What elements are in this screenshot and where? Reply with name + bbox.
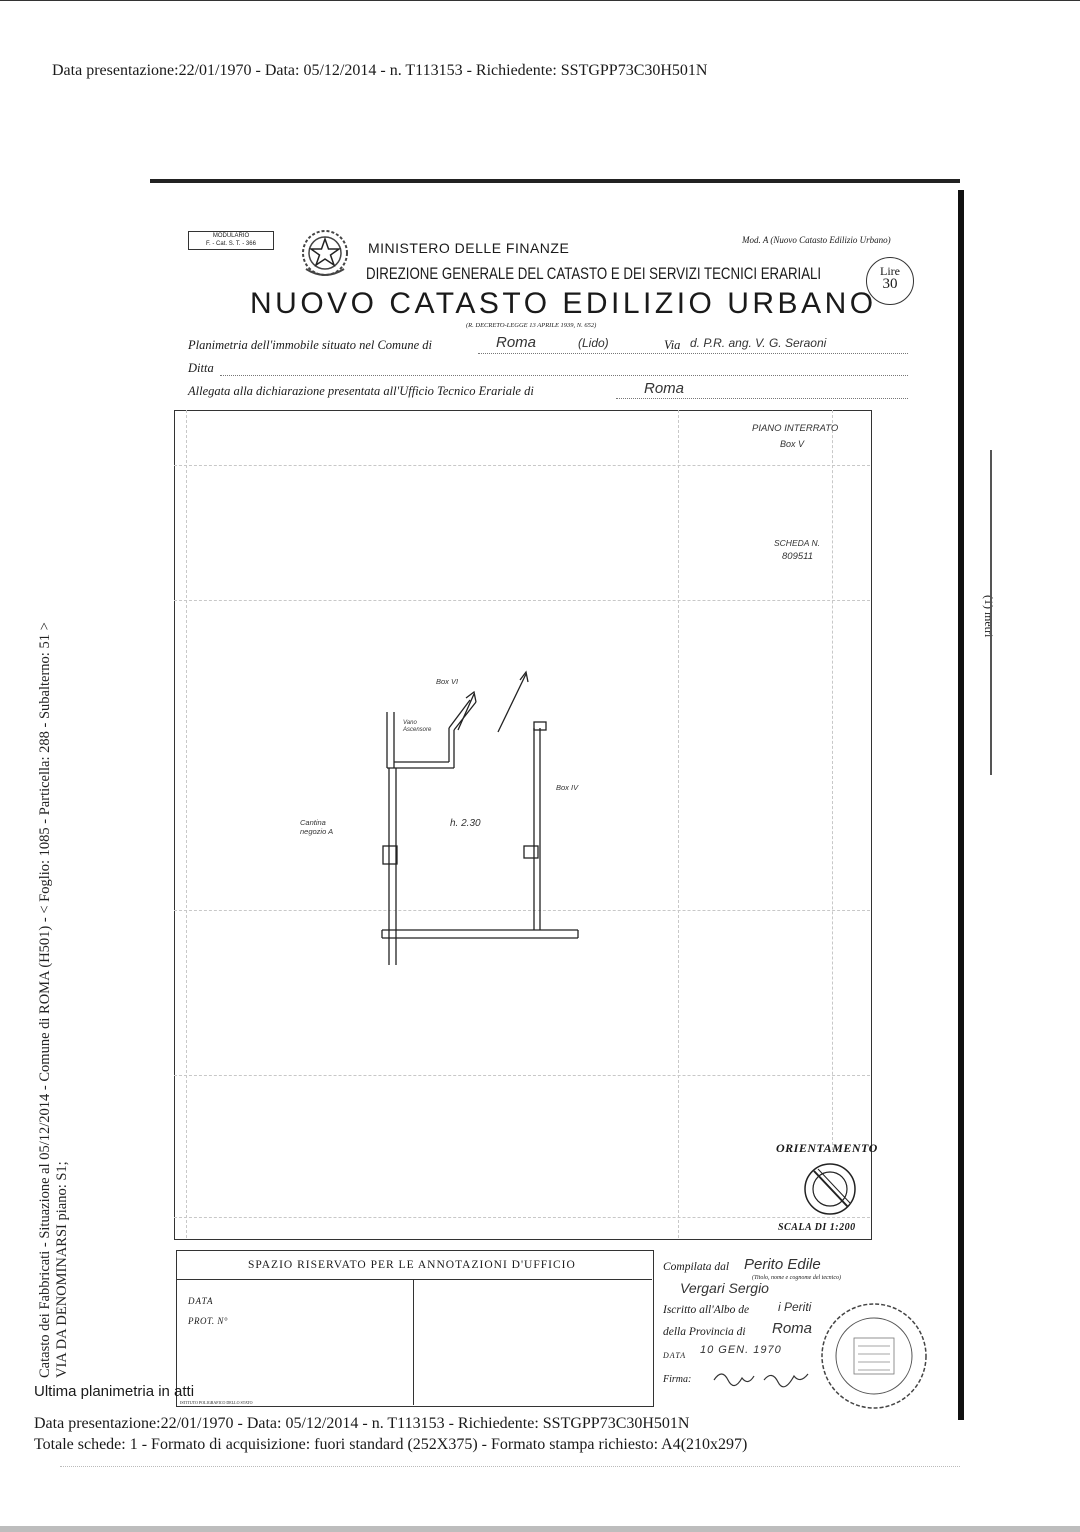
cantina-label: Cantina negozio A: [300, 818, 333, 836]
prot-label: PROT. N°: [188, 1316, 228, 1326]
cantina-line2: negozio A: [300, 827, 334, 836]
planimetria-label: Planimetria dell'immobile situato nel Co…: [188, 338, 432, 352]
compilata-label: Compilata dal: [663, 1261, 730, 1273]
lire-stamp-value: 30: [882, 276, 898, 292]
decree-label: (R. DECRETO-LEGGE 13 APRILE 1939, N. 652…: [466, 322, 597, 329]
cantina-line1: Cantina: [300, 818, 326, 827]
allegata-underline: [616, 398, 908, 399]
page-bottom-strip: [0, 1526, 1080, 1532]
lido-value: (Lido): [578, 336, 609, 350]
box-iv-label: Box IV: [556, 783, 579, 792]
floor-plan-drawing: [381, 670, 579, 965]
annotations-table: [176, 1250, 654, 1407]
footer-line2: Totale schede: 1 - Formato di acquisizio…: [34, 1436, 748, 1453]
scala-label: SCALA DI 1:200: [778, 1222, 856, 1233]
firma-label: Firma:: [663, 1374, 692, 1385]
box-v-label: Box V: [780, 439, 805, 449]
grid-line: [174, 465, 870, 466]
allegata-label: Allegata alla dichiarazione presentata a…: [188, 384, 534, 398]
grid-line: [186, 410, 187, 1238]
grid-line: [174, 1217, 870, 1218]
direction-title: DIREZIONE GENERALE DEL CATASTO E DEI SER…: [366, 264, 822, 283]
mod-a-label: Mod. A (Nuovo Catasto Edilizio Urbano): [742, 235, 891, 245]
vano-label: Vano Ascensore: [403, 720, 431, 734]
sheet-right-border: [958, 190, 964, 1420]
grid-line: [678, 410, 679, 1238]
scheda-number: 809511: [782, 551, 813, 562]
ministry-title: MINISTERO DELLE FINANZE: [368, 240, 570, 256]
official-stamp-icon: [821, 1303, 927, 1409]
annotations-header-divider: [176, 1279, 652, 1280]
ufficio-value: Roma: [644, 380, 685, 397]
modulario-line1: MODULARIO: [212, 233, 250, 239]
page-top-border: [0, 0, 1080, 1]
sidebar-catasto-line: Catasto dei Fabbricati - Situazione al 0…: [37, 622, 53, 1378]
signature-icon: [713, 1373, 809, 1388]
modulario-line2: F. - Cat. S. T. - 366: [206, 241, 256, 247]
provincia-value: Roma: [772, 1320, 813, 1337]
tecnico-name: Vergari Sergio: [680, 1280, 769, 1296]
header-top-line: Data presentazione:22/01/1970 - Data: 05…: [52, 62, 708, 79]
republic-emblem-icon: [302, 230, 348, 276]
modulario-box: MODULARIO F. - Cat. S. T. - 366: [188, 231, 274, 250]
lire-stamp: Lire 30: [866, 257, 914, 305]
ultima-planimetria: Ultima planimetria in atti: [34, 1383, 195, 1400]
grid-line: [174, 600, 870, 601]
iscritto-label: Iscritto all'Albo de: [663, 1304, 750, 1316]
date-label: DATA: [663, 1351, 687, 1360]
poligrafico-label: ISTITUTO POLIGRAFICO DELLO STATO: [180, 1400, 253, 1405]
via-value: d. P.R. ang. V. G. Seraoni: [690, 336, 827, 350]
grid-line: [832, 410, 833, 1150]
vano-line2: Ascensore: [403, 727, 432, 733]
scheda-label: SCHEDA N.: [774, 538, 820, 548]
ditta-underline: [220, 375, 908, 376]
lire-stamp-label: Lire: [880, 264, 900, 278]
footer-line1: Data presentazione:22/01/1970 - Data: 05…: [34, 1415, 690, 1432]
right-margin-label: (1) metri: [982, 595, 996, 638]
right-margin-line: [990, 450, 992, 775]
spazio-title: SPAZIO RISERVATO PER LE ANNOTAZIONI D'UF…: [248, 1259, 576, 1271]
grid-line: [174, 910, 870, 911]
titolo-hint: (Titolo, nome e cognome del tecnico): [752, 1275, 841, 1281]
floor-label: PIANO INTERRATO: [752, 423, 839, 434]
footer-dotted-line: [60, 1466, 960, 1467]
plan-frame: [174, 410, 872, 1240]
planimetria-underline: [478, 353, 908, 354]
vano-line1: Vano: [403, 720, 417, 726]
nceu-title: NUOVO CATASTO EDILIZIO URBANO: [250, 287, 877, 320]
orientamento-label: ORIENTAMENTO: [776, 1141, 878, 1155]
data-label: DATA: [188, 1296, 214, 1306]
via-label: Via: [664, 338, 681, 352]
iscritto-value: i Periti: [778, 1300, 812, 1314]
compass-icon: [804, 1163, 856, 1215]
grid-line: [174, 1075, 870, 1076]
box-vi-label: Box VI: [436, 677, 459, 686]
sheet-top-border: [150, 179, 960, 183]
date-value: 10 GEN. 1970: [700, 1344, 782, 1356]
comune-value: Roma: [496, 334, 537, 351]
sidebar-via-line: VIA DA DENOMINARSI piano: S1;: [54, 1161, 70, 1378]
compilata-value: Perito Edile: [744, 1256, 821, 1273]
annotations-col-divider: [413, 1280, 414, 1405]
ditta-label: Ditta: [188, 361, 214, 375]
provincia-label: della Provincia di: [663, 1326, 746, 1338]
height-label: h. 2.30: [450, 818, 481, 829]
